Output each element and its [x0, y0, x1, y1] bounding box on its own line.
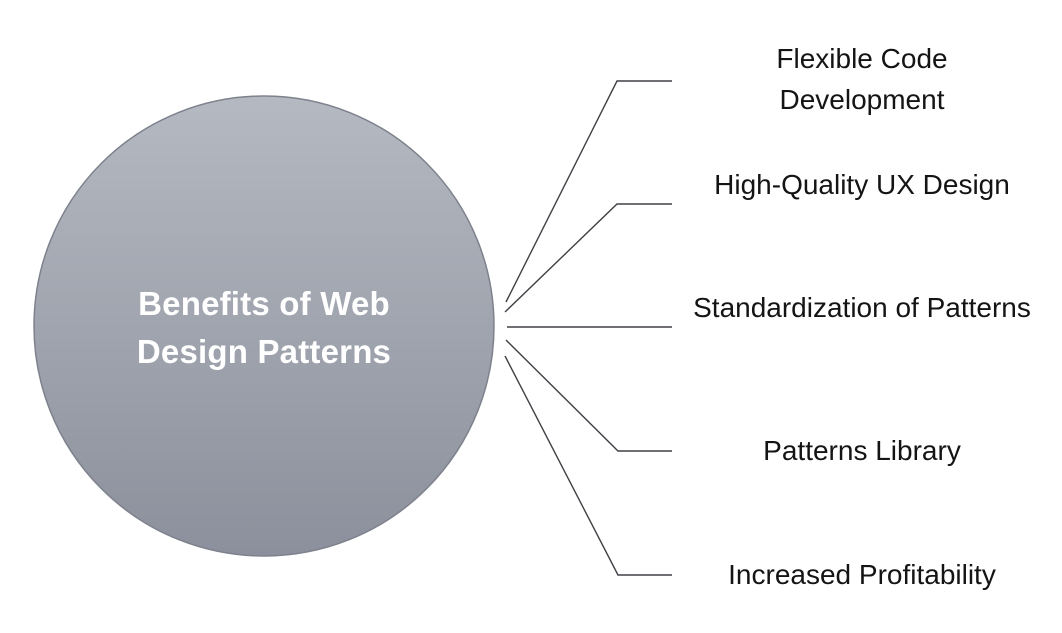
central-circle [33, 95, 495, 557]
benefit-label-increased-profitability: Increased Profitability [728, 559, 996, 590]
benefit-label-high-quality-ux: High-Quality UX Design [714, 169, 1010, 200]
circle-title: Benefits of Web Design Patterns [136, 285, 392, 370]
benefit-label-standardization: Standardization of Patterns [693, 292, 1031, 323]
connector-line-high-quality-ux [504, 203, 672, 313]
benefit-label-flexible-code: Flexible Code Development [776, 43, 948, 115]
connector-line-flexible-code [505, 80, 672, 303]
connector-line-patterns-library [505, 339, 672, 452]
benefit-label-patterns-library: Patterns Library [763, 435, 961, 466]
connector-line-increased-profitability [504, 355, 672, 576]
